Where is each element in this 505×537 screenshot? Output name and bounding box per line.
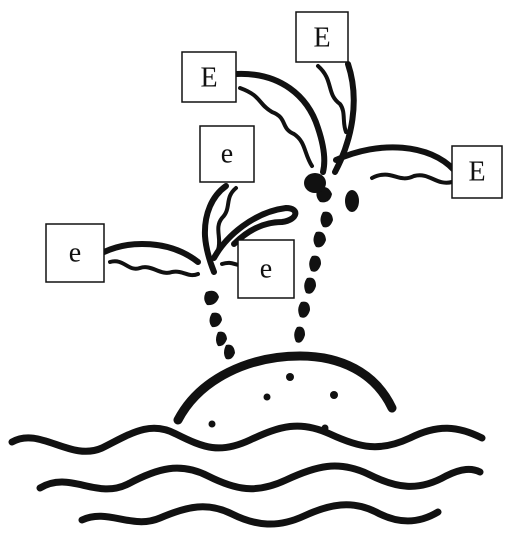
coconut-icon (345, 190, 359, 212)
short-palm-trunk (204, 291, 235, 360)
label-far-left-text: e (69, 238, 81, 269)
label-top: E (296, 12, 348, 62)
label-middle-left-text: e (221, 139, 233, 170)
label-center: e (238, 240, 294, 298)
island (178, 356, 392, 432)
tall-palm-fronds (236, 64, 454, 183)
tall-palm-trunk (294, 187, 333, 343)
label-upper-left-text: E (200, 63, 217, 94)
label-top-text: E (313, 23, 330, 54)
sea-waves (12, 426, 482, 524)
tall-palm-tree (236, 64, 454, 343)
label-upper-left: E (182, 52, 236, 102)
label-center-text: e (260, 254, 272, 285)
label-middle-left: e (200, 126, 254, 182)
coconut-icon (304, 173, 326, 193)
label-right: E (452, 146, 502, 198)
label-right-text: E (468, 157, 485, 188)
label-far-left: e (46, 224, 104, 282)
